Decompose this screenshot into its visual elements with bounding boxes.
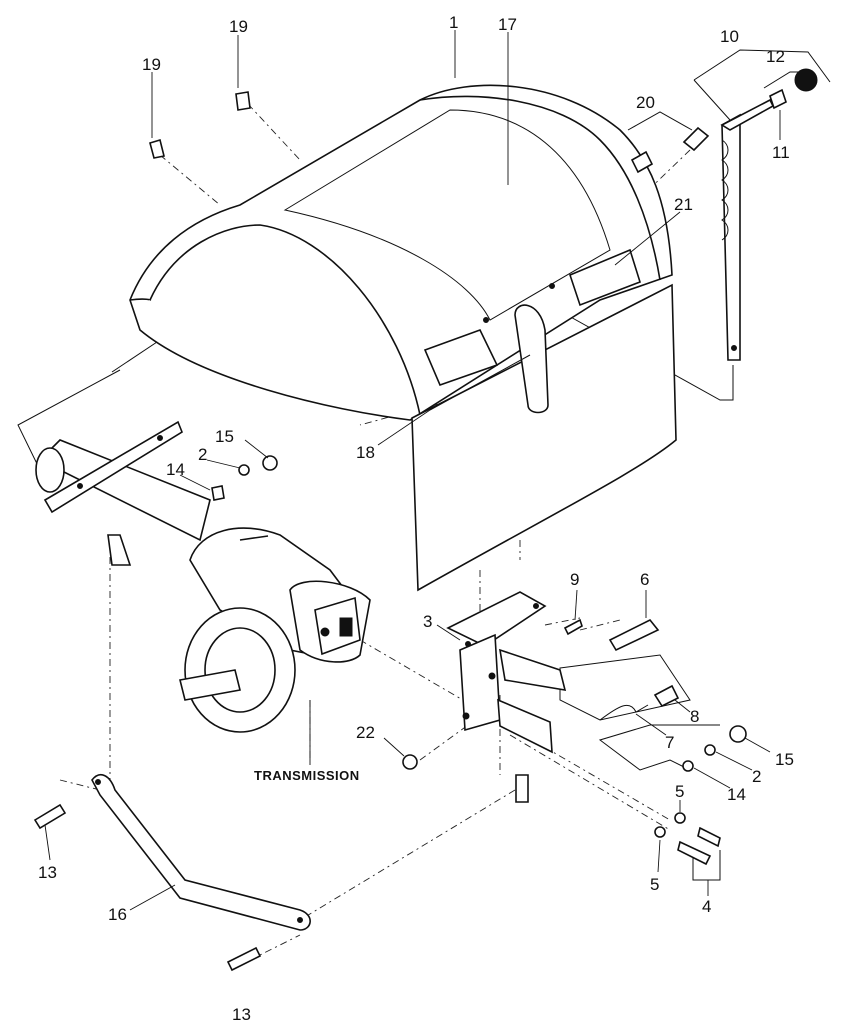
brace-bar — [91, 774, 311, 931]
label-1: 1 — [449, 13, 458, 32]
label-2-right: 2 — [752, 767, 761, 786]
callout-brackets — [17, 49, 831, 881]
label-2-left: 2 — [198, 445, 207, 464]
label-4: 4 — [702, 897, 711, 916]
label-16: 16 — [108, 905, 127, 924]
label-13-left: 13 — [38, 863, 57, 882]
label-21: 21 — [674, 195, 693, 214]
label-19-left: 19 — [142, 55, 161, 74]
transmission-caption: TRANSMISSION — [254, 768, 360, 783]
label-5-lower: 5 — [650, 875, 659, 894]
label-18: 18 — [356, 443, 375, 462]
label-6: 6 — [640, 570, 649, 589]
label-14-left: 14 — [166, 460, 185, 479]
label-19-top: 19 — [229, 17, 248, 36]
part-number-labels: 1 17 19 19 20 10 12 11 21 18 15 2 14 3 9… — [38, 13, 794, 1024]
label-3: 3 — [423, 612, 432, 631]
label-14-right: 14 — [727, 785, 746, 804]
label-9: 9 — [570, 570, 579, 589]
label-8: 8 — [690, 707, 699, 726]
label-22: 22 — [356, 723, 375, 742]
label-11: 11 — [772, 143, 790, 162]
label-15-right: 15 — [775, 750, 794, 769]
label-20: 20 — [636, 93, 655, 112]
label-12: 12 — [766, 47, 785, 66]
label-17: 17 — [498, 15, 517, 34]
leader-lines — [44, 30, 781, 911]
hitch-bracket — [446, 591, 567, 803]
label-10: 10 — [720, 27, 739, 46]
label-5-upper: 5 — [675, 782, 684, 801]
label-13-bottom: 13 — [232, 1005, 251, 1024]
label-7: 7 — [665, 733, 674, 752]
depth-stake — [720, 68, 818, 361]
hardware-bolts — [33, 91, 747, 972]
transmission — [179, 527, 371, 733]
label-15-left: 15 — [215, 427, 234, 446]
deflector-flap — [411, 283, 677, 592]
tine-shaft-tube — [35, 420, 211, 566]
